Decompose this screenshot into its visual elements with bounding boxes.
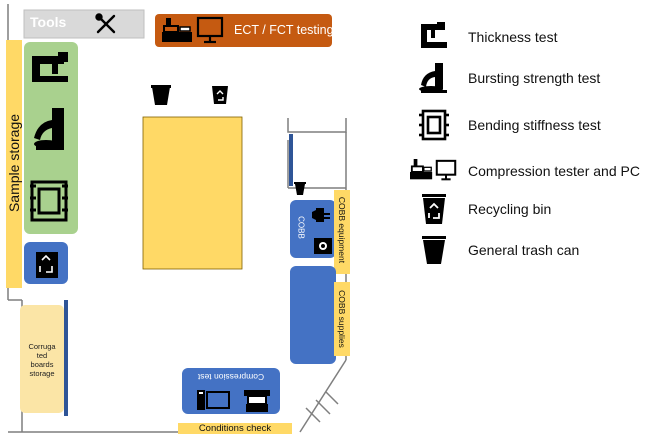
conditions-check-strip [178, 423, 292, 434]
compression-tester-icon [162, 18, 192, 42]
cobb-equipment-strip [334, 190, 350, 274]
legend-label: Bending stiffness test [468, 117, 601, 133]
thickness-tester-icon [32, 52, 68, 82]
trash-can-icon [151, 85, 171, 105]
legend-label: General trash can [468, 242, 580, 258]
recycling-bin-icon [410, 194, 458, 224]
tools-label: Tools [30, 14, 67, 30]
legend-item: Compression tester and PC [410, 156, 640, 186]
cobb-supplies-strip [334, 282, 350, 356]
cobb-supplies-station [290, 266, 336, 364]
legend-label: Bursting strength test [468, 70, 601, 86]
door-strip [289, 134, 293, 186]
legend-item: General trash can [410, 235, 579, 265]
thickness-test-icon [410, 22, 458, 52]
compression-tester-station-icon [244, 390, 270, 412]
compression-test-label: Compression test [197, 372, 265, 382]
conditions-check-label: Conditions check [198, 423, 272, 434]
ect-fct-bench [155, 14, 332, 47]
sample-storage [6, 40, 22, 288]
corrugated-line: boards [30, 360, 54, 369]
small-trash-icon [294, 182, 306, 195]
recycling-bin-icon [212, 86, 228, 104]
legend-label: Compression tester and PC [468, 163, 640, 179]
corrugated-line: storage [29, 369, 55, 378]
bending-stiffness-icon [30, 180, 68, 222]
tools-bench [23, 9, 145, 39]
compression-tester-pc-icon [410, 156, 458, 186]
recycling-bin-station-icon [36, 252, 58, 278]
bursting-tester-icon [34, 108, 64, 150]
general-trash-icon [410, 235, 458, 265]
corrugated-line: Corruga [28, 342, 56, 351]
legend-label: Thickness test [468, 29, 558, 45]
bursting-strength-icon [410, 63, 458, 93]
corrugated-storage [20, 305, 64, 413]
cobb-tester-icon [312, 208, 330, 222]
tools-icon [95, 13, 116, 34]
center-table [142, 116, 243, 270]
legend-item: Recycling bin [410, 194, 551, 224]
cobb-label: COBB [296, 216, 306, 239]
cobb-equipment-label: COBB equipment [337, 196, 347, 264]
legend-item: Bursting strength test [410, 63, 600, 93]
cobb-scale-icon [314, 238, 332, 254]
legend-label: Recycling bin [468, 201, 552, 217]
compression-pc-icon [197, 390, 230, 410]
door-strip-lower [64, 300, 68, 416]
legend-item: Bending stiffness test [410, 109, 601, 141]
corrugated-storage-label: Corruga ted boards storage [20, 342, 64, 378]
sample-storage-label: Sample storage [6, 113, 22, 213]
legend-item: Thickness test [410, 22, 557, 52]
pc-monitor-icon [196, 16, 224, 44]
bending-stiffness-icon [410, 109, 458, 141]
ect-fct-label: ECT / FCT testing [234, 23, 334, 37]
corrugated-line: ted [36, 351, 48, 360]
cobb-supplies-label: COBB supplies [337, 290, 347, 348]
